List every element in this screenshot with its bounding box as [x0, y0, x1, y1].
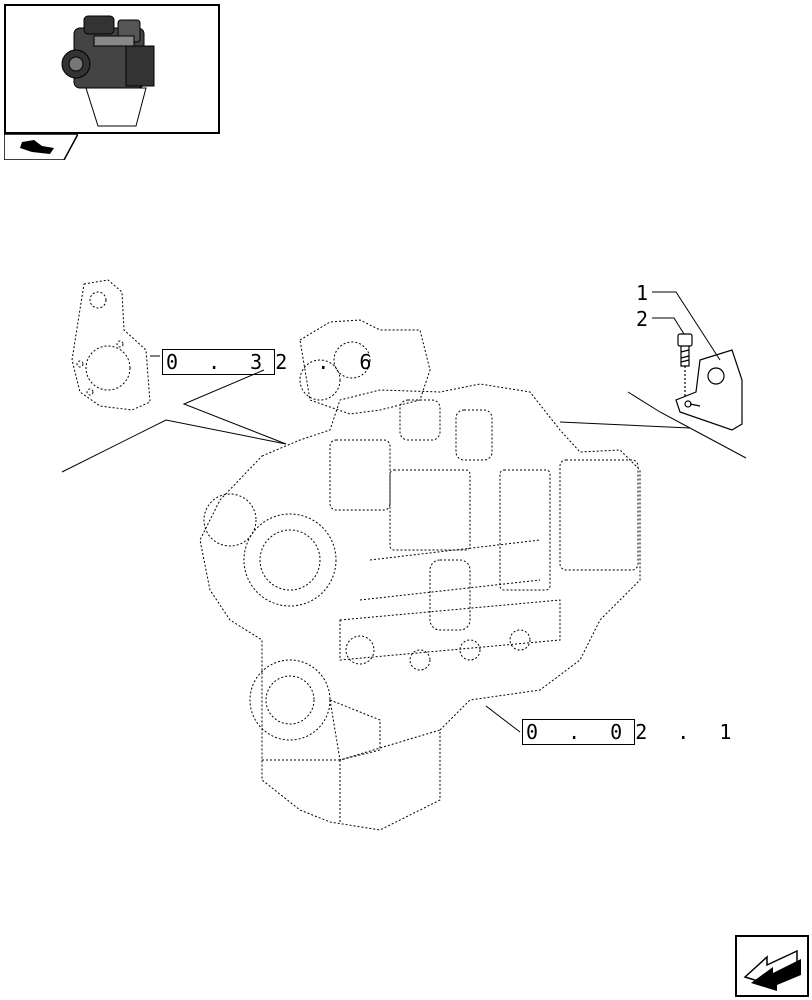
next-page-arrow-icon: [743, 949, 801, 991]
bracket-part: [675, 349, 743, 431]
leader-2: [652, 317, 685, 335]
leader-right: [627, 391, 747, 459]
crankcase-reference-rest: 2 . 6: [275, 350, 381, 374]
engine-body-outline: [199, 319, 641, 831]
engine-thumbnail-icon: [61, 15, 155, 127]
thumbnail-tab: [3, 133, 80, 161]
leader-left: [61, 419, 287, 473]
callout-2: 2: [636, 307, 649, 331]
next-page-button[interactable]: [735, 935, 809, 997]
leader-engine: [485, 705, 521, 733]
engine-thumbnail: [4, 4, 220, 134]
crankcase-plate: [71, 279, 151, 411]
bolt-part: [677, 333, 693, 396]
callout-1: 1: [636, 281, 649, 305]
engine-reference-box: 0 . 0: [522, 719, 636, 745]
crankcase-reference-box: 0 . 3: [162, 349, 276, 375]
leader-1: [652, 291, 721, 361]
leader-crankcase: [182, 369, 287, 445]
engine-reference-rest: 2 . 1: [635, 720, 741, 744]
